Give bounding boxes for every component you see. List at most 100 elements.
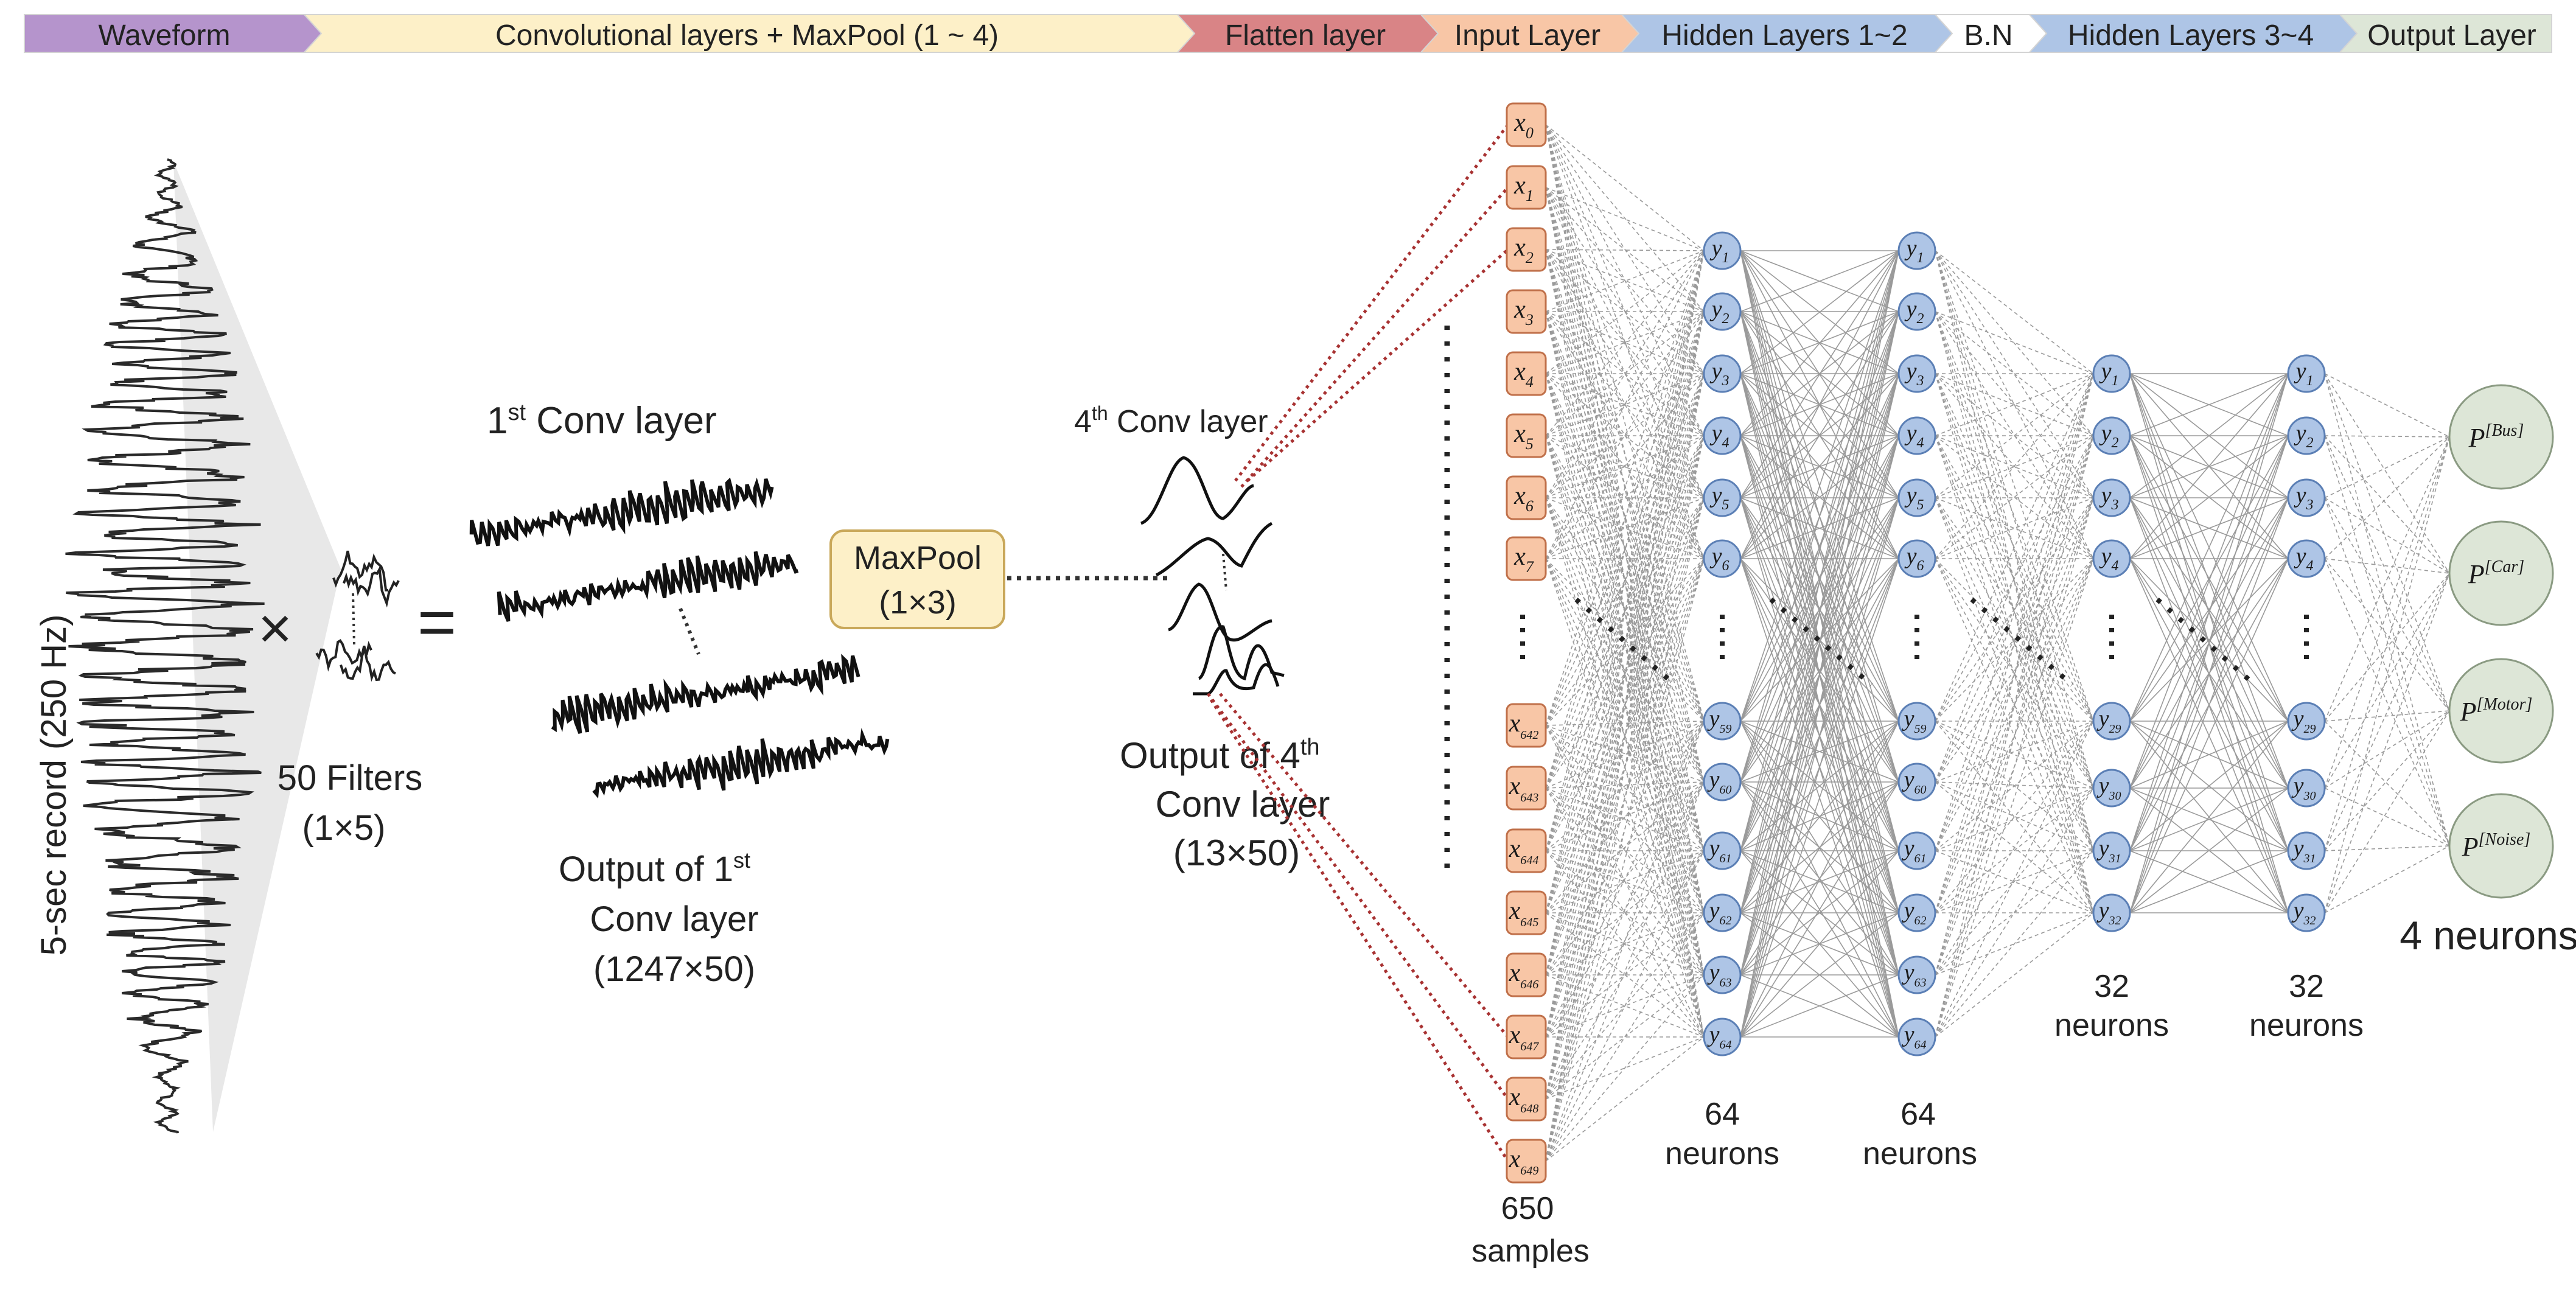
connection-line xyxy=(1740,850,1899,913)
input-node xyxy=(1506,165,1547,210)
connection-line xyxy=(1545,250,1705,559)
conv1-feature-maps xyxy=(469,477,890,799)
connection-line xyxy=(2324,497,2450,846)
node-label: y4 xyxy=(2099,543,2119,574)
connection-line xyxy=(1545,435,1705,726)
header-segment-label: Input Layer xyxy=(1454,19,1600,52)
connection-line xyxy=(1935,558,2094,1038)
connection-line xyxy=(1545,435,1705,1162)
connection-line xyxy=(1545,124,1705,722)
connection-line xyxy=(2129,721,2289,913)
connection-line xyxy=(1545,250,1705,312)
filter-kernel xyxy=(332,550,388,592)
filter-kernels xyxy=(315,550,400,682)
conv4-title: 4th Conv layer xyxy=(1074,402,1268,439)
connection-line xyxy=(1545,912,1705,1162)
connection-line xyxy=(1545,250,1705,851)
connection-line xyxy=(1545,124,1705,976)
node-label: y30 xyxy=(2096,773,2121,803)
connection-line xyxy=(2129,435,2289,722)
connection-line xyxy=(1935,721,2094,851)
connection-line xyxy=(2129,787,2289,851)
connection-line xyxy=(1545,249,1705,722)
connection-line xyxy=(2324,436,2450,851)
input-node xyxy=(1506,413,1547,458)
hidden-node xyxy=(1897,893,1936,932)
connection-line xyxy=(1545,124,1705,559)
input-node xyxy=(1506,703,1547,748)
connection-line xyxy=(1740,558,1899,1038)
connection-line xyxy=(2324,710,2450,851)
connection-line xyxy=(1545,721,1705,1038)
node-label: y3 xyxy=(2099,483,2119,513)
hidden-node xyxy=(1703,416,1742,455)
connection-line xyxy=(2324,558,2450,711)
node-label: x2 xyxy=(1513,234,1534,267)
hidden3-unit: neurons xyxy=(2054,1008,2169,1043)
connection-line xyxy=(1545,912,1705,1038)
node-label: x3 xyxy=(1513,296,1534,329)
node-label: y61 xyxy=(1902,836,1927,865)
connection-line xyxy=(1935,435,2094,498)
connection-line xyxy=(2324,373,2450,846)
conv1-feature-map xyxy=(551,654,860,735)
flatten-connector xyxy=(1206,693,1510,1100)
connection-line xyxy=(1935,497,2094,851)
connection-line xyxy=(2324,373,2450,711)
connection-line xyxy=(1935,311,2094,498)
filter-kernel xyxy=(343,565,400,608)
node-label: y3 xyxy=(2294,483,2314,513)
header-segment-label: Waveform xyxy=(99,19,231,52)
node-label: y64 xyxy=(1707,1022,1732,1052)
hidden-node xyxy=(1703,763,1742,801)
connection-line xyxy=(1545,725,1705,783)
connection-line xyxy=(1935,435,2094,789)
conv4-feature-map xyxy=(1167,582,1272,642)
header-segment-label: B.N xyxy=(1964,19,2012,52)
node-label: y2 xyxy=(2099,421,2119,451)
connection-line xyxy=(1935,912,2094,976)
connection-line xyxy=(1545,311,1705,498)
input-node xyxy=(1506,952,1547,997)
connection-line xyxy=(1545,721,1705,976)
connection-line xyxy=(1545,373,1705,783)
hidden-node xyxy=(1703,1018,1742,1056)
node-label: y1 xyxy=(2099,358,2119,389)
hidden-node xyxy=(2287,416,2326,455)
flatten-connector xyxy=(1209,699,1510,1162)
connection-line xyxy=(2129,850,2289,913)
connection-line xyxy=(1935,850,2094,976)
connection-line xyxy=(1545,850,1705,1038)
connection-line xyxy=(1545,187,1705,783)
connection-line xyxy=(1935,373,2094,559)
connection-line xyxy=(1545,558,1705,1162)
node-label: y3 xyxy=(1904,358,1924,389)
connection-line xyxy=(1935,435,2094,722)
node-label: y6 xyxy=(1709,543,1730,574)
connection-line xyxy=(1545,558,1705,913)
connection-line xyxy=(1545,124,1705,498)
connection-line xyxy=(1935,250,2094,436)
connection-line xyxy=(1545,912,1705,976)
connection-line xyxy=(2324,436,2450,913)
connection-line xyxy=(2324,787,2450,846)
connection-line xyxy=(2129,497,2289,722)
node-label: y30 xyxy=(2291,773,2316,803)
input-node xyxy=(1506,1014,1547,1059)
connection-line xyxy=(1935,721,2094,976)
connection-line xyxy=(1740,497,1899,1038)
waveform-shade xyxy=(173,161,341,1132)
connection-line xyxy=(1545,124,1705,251)
connection-line xyxy=(1740,435,1899,559)
connection-line xyxy=(1740,311,1899,1038)
connection-line xyxy=(1740,250,1899,498)
output-node xyxy=(2448,520,2554,626)
connection-line xyxy=(1935,250,2094,789)
hidden-node xyxy=(1897,539,1936,578)
output-node-label: P[Motor] xyxy=(2460,695,2533,727)
network-connections xyxy=(1545,124,2450,1162)
connection-line xyxy=(2129,721,2289,789)
conv4-output-size: (13×50) xyxy=(1173,832,1300,873)
node-label: y32 xyxy=(2291,898,2316,927)
output-node-label: P[Car] xyxy=(2468,557,2524,589)
